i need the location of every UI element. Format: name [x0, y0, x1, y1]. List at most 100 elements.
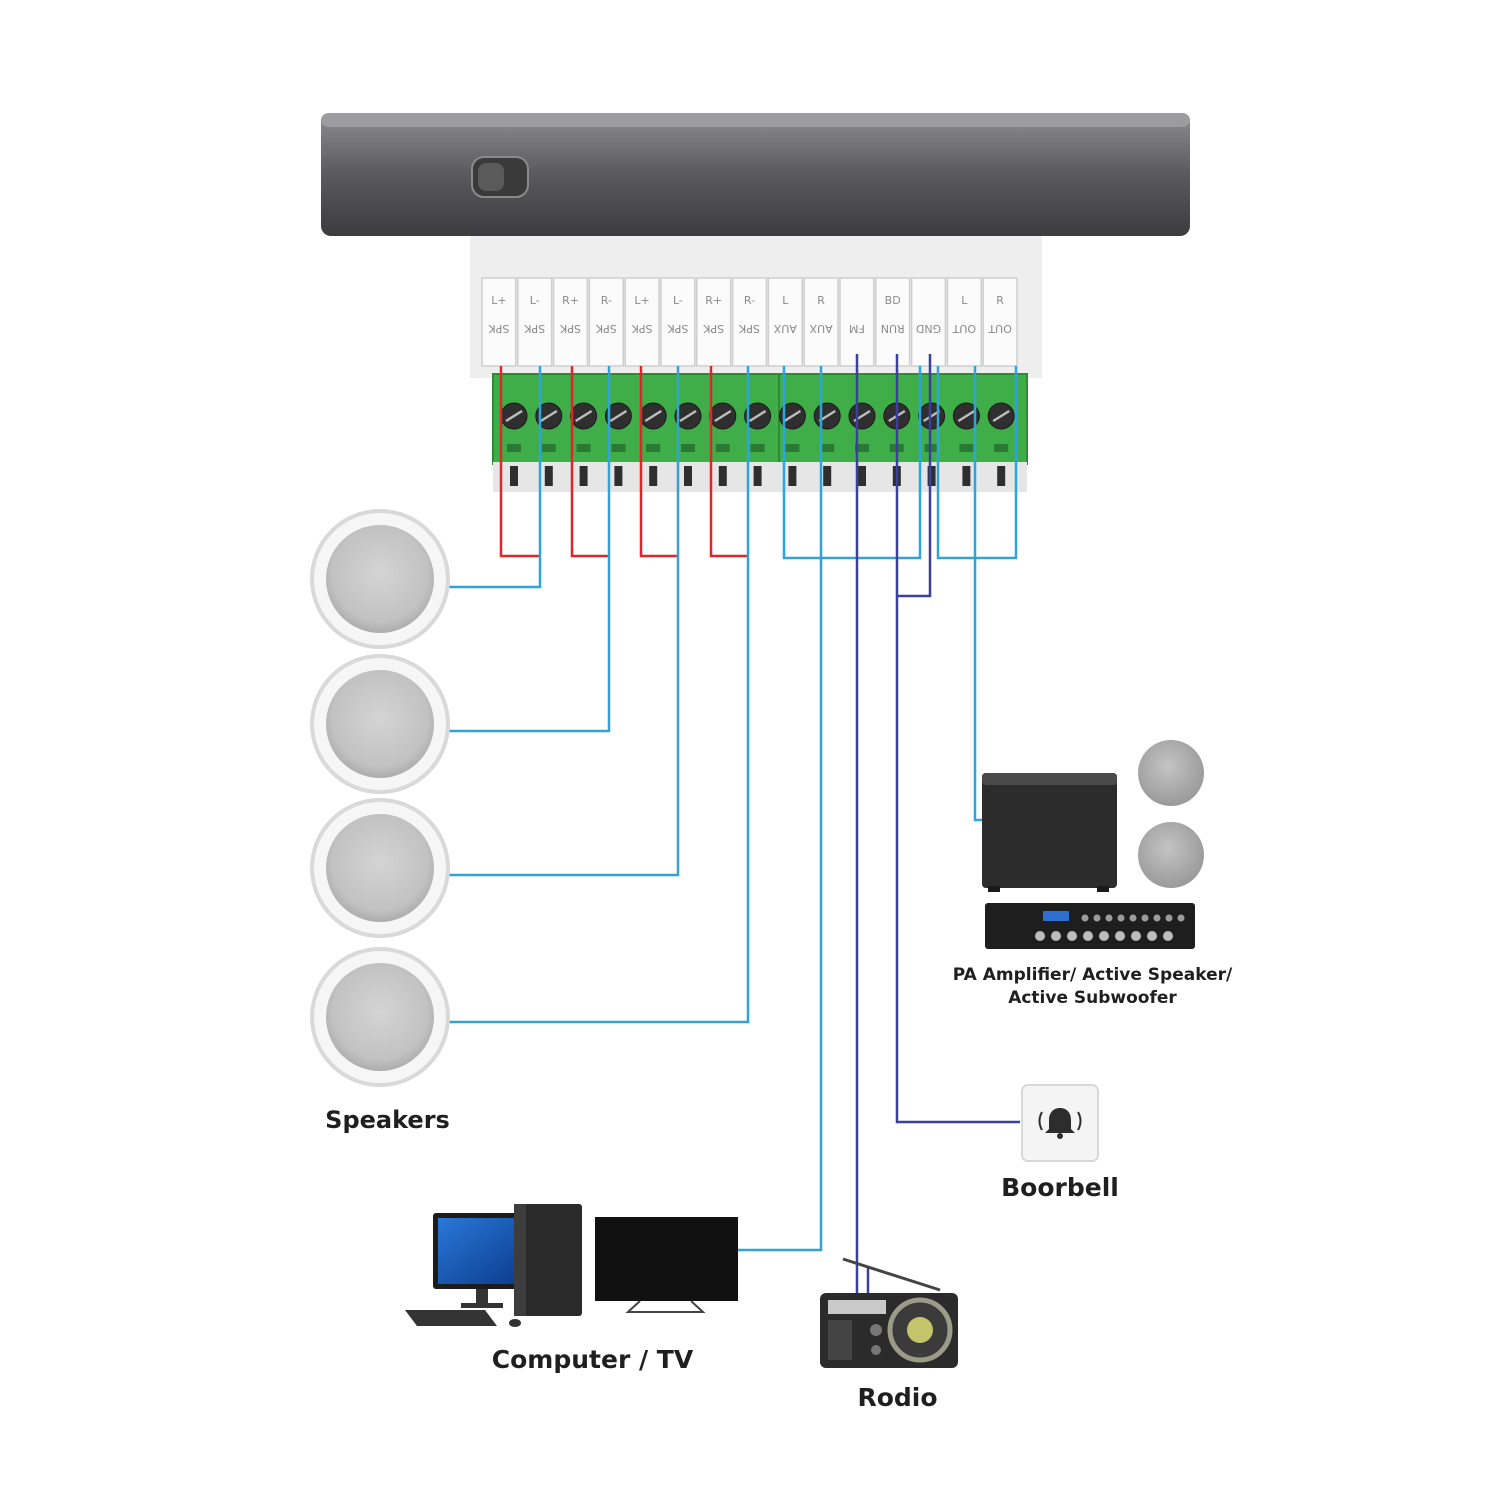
terminal-pin	[823, 466, 832, 486]
monitor-base	[461, 1303, 503, 1308]
subwoofer-body	[982, 773, 1117, 888]
pa-knob-large	[1115, 931, 1125, 941]
terminal-label-cell	[517, 277, 553, 367]
terminal-pin	[544, 466, 553, 486]
pa-amplifier-knobs	[1035, 914, 1185, 941]
terminal-label-top: L	[961, 294, 968, 307]
pa-knob	[1081, 914, 1089, 922]
terminal-screw-slot	[644, 409, 662, 423]
terminal-screw-slot	[783, 409, 802, 423]
terminal-screw-slot	[714, 409, 732, 423]
active-speaker-circle	[1138, 822, 1204, 888]
terminal-screw-slot	[505, 409, 523, 423]
terminal-label-top: L+	[491, 294, 506, 307]
terminal-label-bottom: SPK	[631, 322, 653, 335]
terminal-screws	[500, 402, 1015, 486]
computer	[405, 1204, 582, 1327]
radio-label: Rodio	[857, 1383, 938, 1412]
wire-speaker-1	[447, 366, 542, 589]
pa-amplifier	[985, 903, 1195, 949]
pa-knob	[1129, 914, 1137, 922]
terminal-clamp	[611, 444, 626, 452]
mouse	[509, 1319, 521, 1327]
terminal-clamp	[576, 444, 591, 452]
wire-speaker-3	[447, 366, 680, 877]
terminal-label-cell	[731, 277, 768, 367]
terminal-label-cell	[982, 277, 1018, 367]
terminal-clamp	[681, 444, 695, 452]
keyboard	[405, 1310, 497, 1326]
active-speaker-circle	[1138, 740, 1204, 806]
radio	[820, 1257, 958, 1368]
pa-knob	[1093, 914, 1101, 922]
speaker-positive-wires	[499, 366, 748, 558]
terminal-label-cell	[767, 277, 803, 367]
radio-knob	[871, 1345, 881, 1355]
terminal-screw-slot	[540, 409, 558, 423]
terminal-label-bottom: SPK	[559, 322, 581, 335]
wall-panel	[321, 113, 1190, 378]
pa-amplifier-display	[1043, 911, 1069, 921]
doorbell	[1021, 1084, 1099, 1162]
wire-1-positive	[499, 366, 540, 558]
ceiling-speaker-grille	[326, 814, 434, 922]
pa-amplifier-body	[985, 903, 1195, 949]
monitor-stand	[476, 1289, 488, 1304]
terminal-pin	[510, 466, 518, 486]
pa-amplifier-label-line1: PA Amplifier/ Active Speaker/	[952, 965, 1233, 985]
terminal-label-top: R	[996, 294, 1004, 307]
terminal-screw-slot	[992, 409, 1010, 423]
terminal-label-bottom: SPK	[738, 322, 760, 335]
subwoofer-foot	[988, 886, 1000, 892]
terminal-screw-slot	[679, 409, 697, 423]
terminal-clamp	[750, 444, 765, 452]
pa-amplifier-label-line2: Active Subwoofer	[1008, 988, 1177, 1008]
pa-knob-large	[1067, 931, 1077, 941]
pa-knob	[1105, 914, 1113, 922]
pa-knob-large	[1051, 931, 1061, 941]
terminal-clamp	[715, 444, 730, 452]
terminal-clamp	[507, 444, 521, 452]
terminal-label-top: L+	[634, 294, 649, 307]
terminal-screw-slot	[609, 409, 628, 423]
tv	[595, 1217, 738, 1313]
terminal-label-bottom: FM	[849, 322, 865, 335]
monitor-screen	[438, 1218, 527, 1284]
computer-tower	[514, 1204, 582, 1316]
pa-knob	[1117, 914, 1125, 922]
subwoofer	[982, 773, 1117, 892]
signal-wires	[447, 366, 1018, 1252]
terminal-clamp	[994, 444, 1009, 452]
wire-4-positive	[709, 366, 748, 558]
terminal-clamp	[541, 444, 556, 452]
wire-out-amplifier	[973, 366, 985, 822]
terminal-label-bottom: OUT	[988, 322, 1012, 335]
terminal-pin	[649, 466, 658, 486]
doorbell-label: Boorbell	[1001, 1173, 1119, 1202]
terminal-screw-slot	[957, 409, 976, 423]
terminal-clamp	[785, 444, 800, 452]
terminal-label-bottom: AUX	[773, 322, 797, 335]
pa-knob-large	[1083, 931, 1093, 941]
terminal-labels: L+SPKL-SPKR+SPKR-SPKL+SPKL-SPKR+SPKR-SPK…	[481, 277, 1018, 367]
terminal-pin	[614, 466, 623, 486]
terminal-label-bottom: OUT	[952, 322, 976, 335]
terminal-label-cell	[696, 277, 732, 367]
terminal-pin	[788, 466, 797, 486]
ceiling-speaker-grille	[326, 963, 434, 1071]
terminal-label-cell	[588, 277, 624, 367]
terminal-clamp	[959, 444, 974, 452]
radio-knob	[870, 1324, 882, 1336]
bell-waves-icon	[1038, 1111, 1082, 1131]
terminal-label-bottom: SPK	[488, 322, 510, 335]
wire-2-positive	[570, 366, 609, 558]
terminal-label-top: R+	[562, 294, 579, 307]
terminal-pin	[753, 466, 762, 486]
terminal-clamp	[820, 444, 835, 452]
terminal-label-cell	[946, 277, 982, 367]
terminal-screw-slot	[574, 409, 593, 423]
terminal-label-top: R	[817, 294, 825, 307]
wire-aux-computer	[738, 366, 823, 1252]
terminal-label-top: L-	[673, 294, 683, 307]
